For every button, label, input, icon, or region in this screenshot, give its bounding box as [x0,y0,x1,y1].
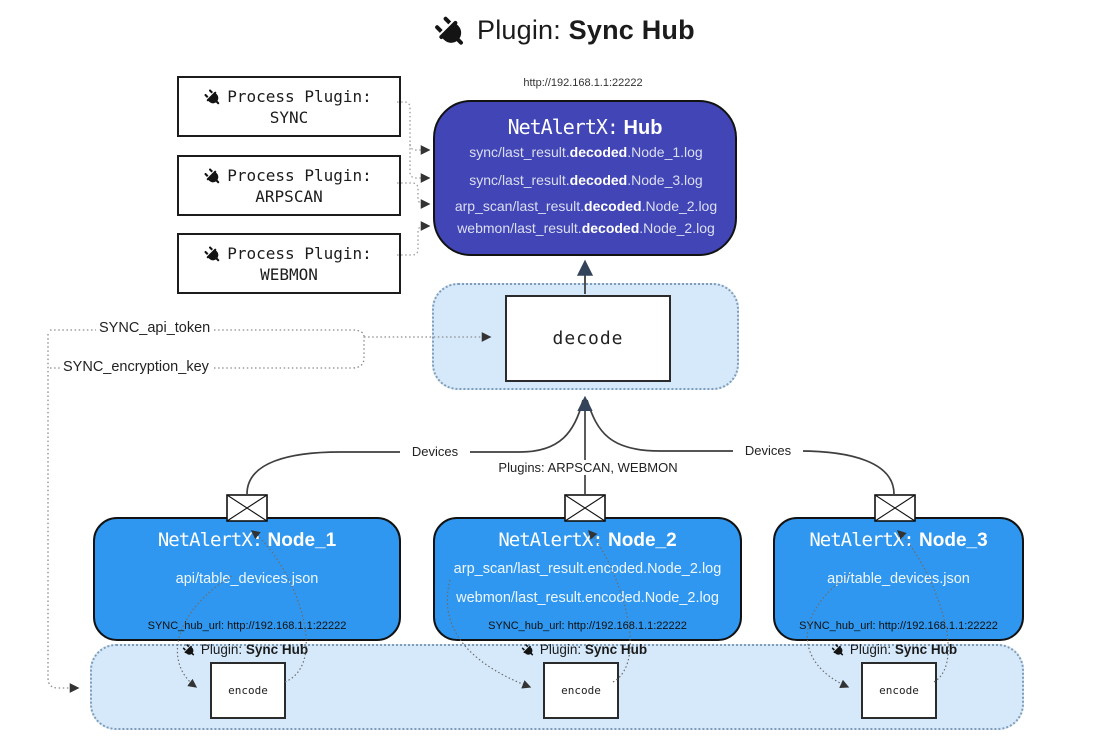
process-plugin-label: Process Plugin: [227,165,372,185]
plug-icon [431,7,476,52]
hub-title: NetAlertX: Hub [507,115,663,139]
process-plugin-name: WEBMON [260,264,318,284]
plugin-to-hub-connectors [397,101,431,256]
process-plugin-sync: Process Plugin: SYNC [177,76,401,137]
node-file: api/table_devices.json [175,571,319,587]
process-plugin-webmon: Process Plugin: WEBMON [177,233,401,294]
page-title: Plugin: Sync Hub [477,14,695,45]
encode-box: encode [543,662,619,719]
process-plugin-name: SYNC [269,107,309,127]
plug-icon [203,84,227,108]
plug-icon [203,241,227,265]
edge-label-plugins: Plugins: ARPSCAN, WEBMON [495,460,681,475]
node-hub-url: SYNC_hub_url: http://192.168.1.1:22222 [799,620,998,632]
node-hub-url: SYNC_hub_url: http://192.168.1.1:22222 [147,620,347,632]
node-file: arp_scan/last_result.encoded.Node_2.log [453,561,722,577]
edge-label-devices-left: Devices [400,444,470,459]
encode-plugin-label: Plugin: Sync Hub [171,641,321,658]
process-plugin-label: Process Plugin: [227,86,372,106]
decode-box: decode [505,295,671,382]
node-title: NetAlertX: Node_1 [157,529,337,551]
hub-node: NetAlertX: Hub sync/last_result.decoded.… [433,100,737,256]
plug-icon [830,640,848,658]
encode-plugin-label: Plugin: Sync Hub [510,641,660,658]
hub-url-label: http://192.168.1.1:22222 [523,77,643,89]
node-file: webmon/last_result.encoded.Node_2.log [456,590,719,606]
sync-api-token-label: SYNC_api_token [96,320,214,336]
node-2-box: NetAlertX: Node_2 arp_scan/last_result.e… [433,517,742,641]
node-file: api/table_devices.json [827,571,970,587]
diagram-title: Plugin: Sync Hub [438,14,695,46]
hub-log-line: sync/last_result.decoded.Node_1.log [469,144,703,160]
edge-label-devices-right: Devices [733,443,803,458]
encode-box: encode [210,662,286,719]
plug-icon [203,163,227,187]
node-title: NetAlertX: Node_3 [809,529,988,551]
node-3-box: NetAlertX: Node_3 api/table_devices.json… [773,517,1024,641]
process-plugin-label: Process Plugin: [227,243,372,263]
hub-log-line: arp_scan/last_result.decoded.Node_2.log [454,198,718,214]
sync-encryption-key-label: SYNC_encryption_key [60,359,212,375]
hub-log-line: sync/last_result.decoded.Node_3.log [469,172,703,188]
hub-log-line: webmon/last_result.decoded.Node_2.log [457,220,715,236]
plug-icon [181,640,199,658]
node-hub-url: SYNC_hub_url: http://192.168.1.1:22222 [488,620,687,632]
encode-box: encode [861,662,937,719]
process-plugin-name: ARPSCAN [255,186,323,206]
process-plugin-arpscan: Process Plugin: ARPSCAN [177,155,401,216]
node-1-box: NetAlertX: Node_1 api/table_devices.json… [93,517,401,641]
encode-plugin-label: Plugin: Sync Hub [820,641,970,658]
plug-icon [520,640,538,658]
node-title: NetAlertX: Node_2 [498,529,677,551]
